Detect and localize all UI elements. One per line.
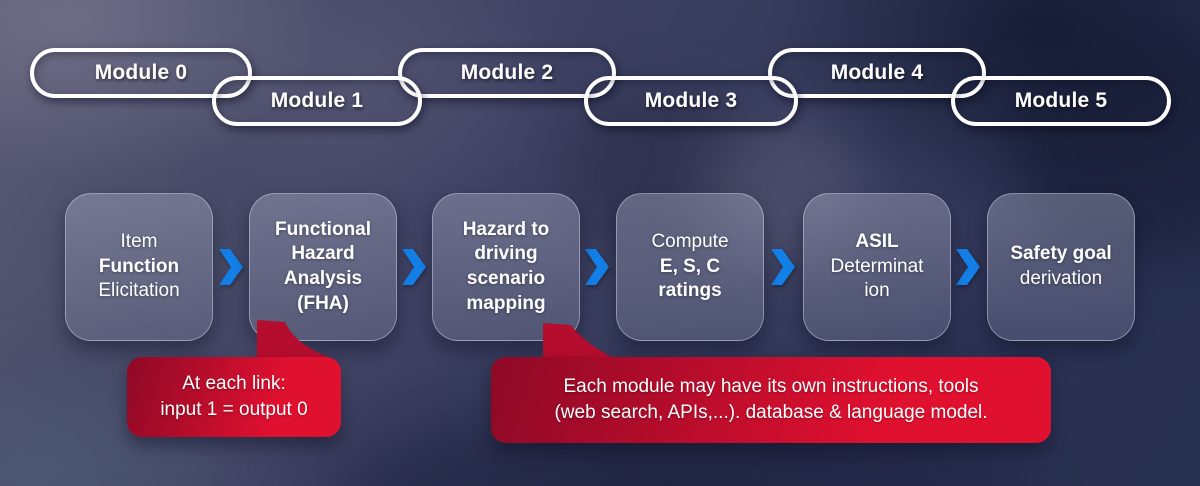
- callout-line: At each link:: [182, 372, 286, 394]
- step-text: Functional Hazard Analysis (FHA): [275, 218, 371, 317]
- chevron-right-icon: [770, 247, 796, 287]
- step-text: Safety goal derivation: [1010, 242, 1111, 291]
- step-line: (FHA): [297, 292, 349, 314]
- step-line: ASIL: [855, 230, 899, 252]
- chevron-right-icon: [584, 247, 610, 287]
- module-label: Module 0: [94, 61, 188, 84]
- module-label: Module 3: [644, 89, 738, 112]
- step-line: mapping: [466, 292, 546, 314]
- module-link-5: Module 5: [951, 76, 1171, 126]
- step-line: ion: [864, 280, 890, 302]
- step-functional-hazard-analysis: Functional Hazard Analysis (FHA): [249, 193, 397, 341]
- step-asil-determination: ASIL Determinat ion: [803, 193, 951, 341]
- step-text: Hazard to driving scenario mapping: [463, 218, 550, 317]
- step-line: Analysis: [283, 268, 363, 289]
- background-blob: [700, 120, 860, 260]
- module-label: Module 1: [270, 89, 364, 112]
- step-line: driving: [474, 243, 538, 265]
- step-item-function-elicitation: Item Function Elicitation: [65, 193, 213, 341]
- step-hazard-to-driving-scenario-mapping: Hazard to driving scenario mapping: [432, 193, 580, 341]
- callout-line: Each module may have its own instruction…: [563, 375, 979, 397]
- step-line: Functional: [274, 218, 372, 240]
- module-link-1: Module 1: [212, 76, 422, 126]
- step-text: Item Function Elicitation: [98, 230, 179, 304]
- module-link-0: Module 0: [30, 48, 252, 98]
- step-line: Safety goal: [1010, 243, 1112, 265]
- module-label: Module 2: [460, 61, 554, 84]
- callout-line: (web search, APIs,...). database & langu…: [554, 402, 988, 423]
- chevron-right-icon: [401, 247, 427, 287]
- module-label: Module 5: [1014, 89, 1108, 112]
- step-line: ratings: [658, 280, 722, 302]
- module-link-4: Module 4: [768, 48, 986, 98]
- step-compute-esc-ratings: Compute E, S, C ratings: [616, 193, 764, 341]
- module-label: Module 4: [830, 61, 924, 84]
- module-link-2: Module 2: [398, 48, 616, 98]
- chevron-right-icon: [218, 247, 244, 287]
- step-line: Hazard: [291, 243, 355, 265]
- step-line: derivation: [1019, 268, 1103, 289]
- step-line: scenario: [466, 268, 546, 289]
- step-line: Compute: [651, 230, 729, 252]
- chevron-right-icon: [955, 247, 981, 287]
- step-line: Function: [98, 255, 180, 277]
- step-line: E, S, C: [659, 255, 721, 277]
- module-link-3: Module 3: [584, 76, 798, 126]
- step-line: Determinat: [830, 255, 924, 277]
- step-text: Compute E, S, C ratings: [651, 230, 728, 304]
- step-safety-goal-derivation: Safety goal derivation: [987, 193, 1135, 341]
- callout-line: input 1 = output 0: [160, 399, 308, 420]
- step-line: Elicitation: [98, 280, 180, 302]
- step-line: Hazard to: [462, 218, 550, 240]
- callout-link-rule: At each link: input 1 = output 0: [127, 357, 341, 437]
- step-line: Item: [120, 230, 158, 252]
- callout-module-capabilities: Each module may have its own instruction…: [491, 357, 1051, 443]
- step-text: ASIL Determinat ion: [831, 230, 924, 304]
